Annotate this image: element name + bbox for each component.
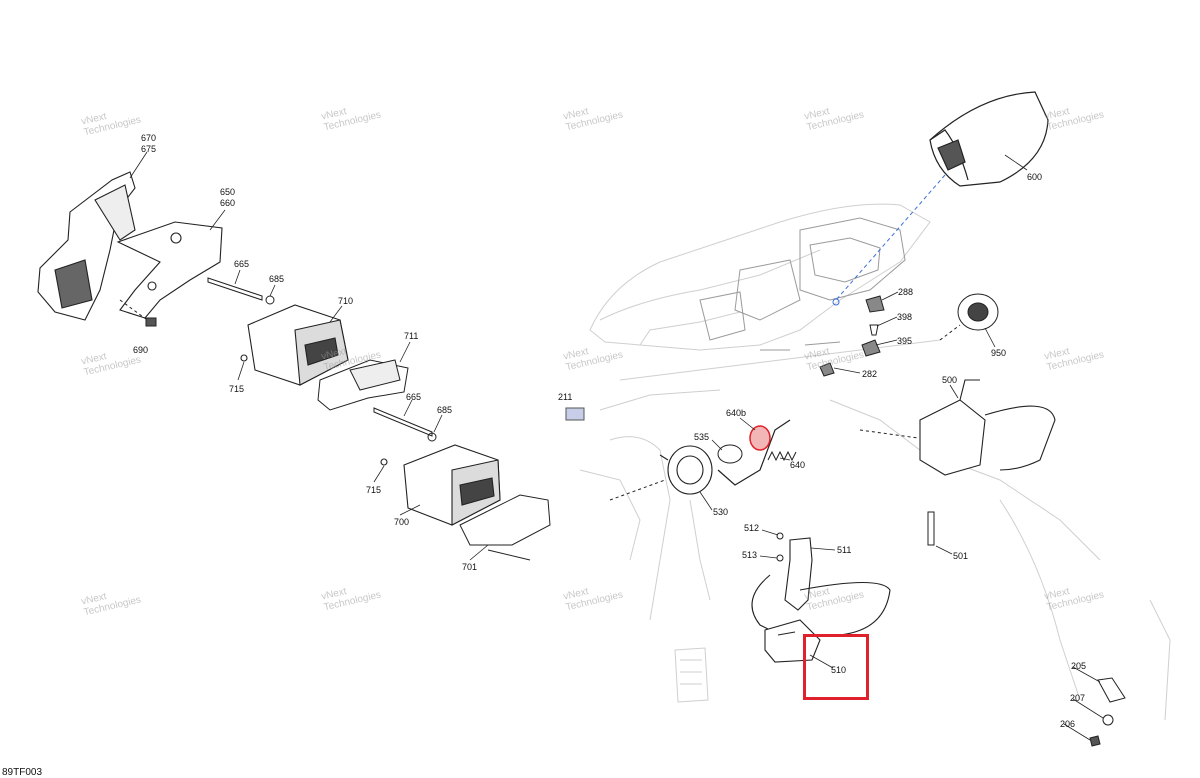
part-label-715[interactable]: 715 [229,384,245,394]
part-label-640[interactable]: 640 [790,460,806,470]
label-leaders [129,151,1104,741]
part-500-handle [919,379,1056,476]
part-665-bolts [207,277,433,437]
part-label-685[interactable]: 685 [437,405,453,415]
vehicle-frame-outline [579,203,1171,721]
part-211-clip [565,407,585,421]
part-710-module [240,304,349,386]
part-label-710[interactable]: 710 [338,296,354,306]
part-512-screw [776,532,784,540]
part-label-501[interactable]: 501 [953,551,969,561]
part-label-205[interactable]: 205 [1071,661,1087,671]
part-282-clip [819,362,835,377]
part-label-675[interactable]: 675 [141,144,157,154]
part-label-700[interactable]: 700 [394,517,410,527]
part-label-513[interactable]: 513 [742,550,758,560]
part-label-640b[interactable]: 640b [726,408,747,418]
mount-point [832,298,840,306]
part-685-washer-a [265,295,275,305]
part-690-screw [145,317,157,327]
part-600-cover [929,91,1049,187]
part-label-395[interactable]: 395 [897,336,913,346]
part-label-715[interactable]: 715 [366,485,382,495]
part-label-670[interactable]: 670 [141,133,157,143]
part-label-512[interactable]: 512 [744,523,760,533]
leader-600 [835,174,946,301]
part-label-600[interactable]: 600 [1027,172,1043,182]
part-label-665[interactable]: 665 [234,259,250,269]
part-label-535[interactable]: 535 [694,432,710,442]
part-670-bracket [37,171,136,321]
part-513-screw [776,554,784,562]
part-label-398[interactable]: 398 [897,312,913,322]
highlight-box-510 [803,634,869,700]
part-label-660[interactable]: 660 [220,198,236,208]
part-510-cable [751,574,891,641]
part-label-530[interactable]: 530 [713,507,729,517]
part-530-socket [659,445,713,495]
part-label-282[interactable]: 282 [862,369,878,379]
vehicle-frame-detail [699,217,906,351]
part-label-701[interactable]: 701 [462,562,478,572]
part-label-288[interactable]: 288 [898,287,914,297]
part-288-clip [865,295,885,313]
part-501-bolt [927,511,935,546]
leader-950 [939,324,961,341]
diagram-code: 89TF003 [2,767,43,778]
part-398-screw [869,324,879,336]
part-640-spring [767,450,797,462]
part-650-plate [116,221,223,319]
part-label-950[interactable]: 950 [991,348,1007,358]
part-label-206[interactable]: 206 [1060,719,1076,729]
part-label-511[interactable]: 511 [837,545,852,555]
part-701-holder [459,494,551,561]
part-label-685[interactable]: 685 [269,274,285,284]
part-640-cable [717,419,791,486]
leader-690 [119,299,151,323]
part-640b-highlighted [749,425,771,451]
part-510-module [764,619,821,663]
part-395-bracket [861,339,881,357]
part-950-socket [957,293,999,331]
part-685-washer-b [427,432,437,442]
part-711-holder [317,359,409,411]
part-label-211[interactable]: 211 [558,392,573,402]
part-700-module [380,444,501,526]
part-label-500[interactable]: 500 [942,375,958,385]
part-205-bracket [1097,677,1126,703]
part-label-207[interactable]: 207 [1070,693,1086,703]
part-label-665[interactable]: 665 [406,392,422,402]
leader-500 [859,429,919,439]
part-511-bracket [784,537,813,611]
leader-530 [609,479,666,501]
part-535-nut [717,444,743,464]
part-label-650[interactable]: 650 [220,187,236,197]
part-206-screw [1089,735,1101,747]
part-label-711[interactable]: 711 [404,331,419,341]
part-label-690[interactable]: 690 [133,345,149,355]
part-label-510[interactable]: 510 [831,665,847,675]
part-207-washer [1102,714,1114,726]
